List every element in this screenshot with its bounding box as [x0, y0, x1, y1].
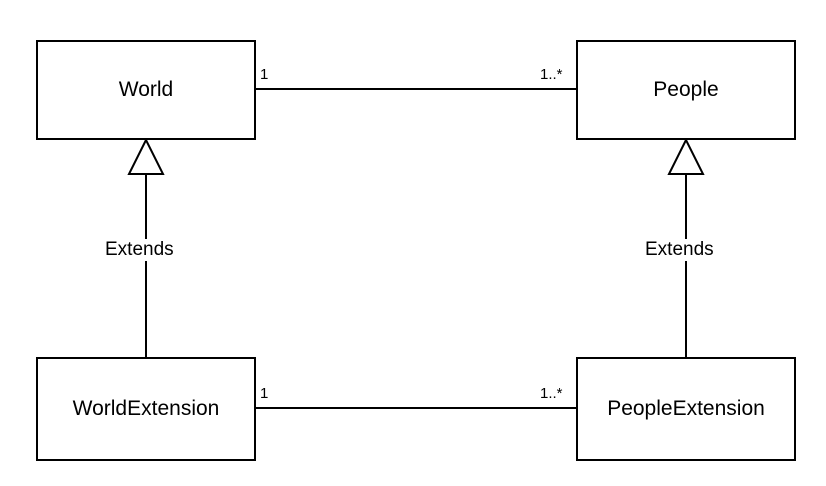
bottom-association-source-multiplicity: 1 — [260, 385, 269, 402]
class-world-extension-name: WorldExtension — [72, 397, 220, 420]
generalization-arrowhead-people — [667, 137, 705, 175]
class-world[interactable]: World — [36, 40, 256, 140]
class-world-name: World — [118, 78, 174, 101]
generalization-arrowhead-world — [127, 137, 165, 175]
class-people-name: People — [653, 78, 719, 101]
bottom-association-target-multiplicity: 1..* — [540, 385, 563, 402]
class-people[interactable]: People — [576, 40, 796, 140]
people-extends-label: Extends — [643, 239, 716, 261]
class-people-extension-name: PeopleExtension — [607, 397, 765, 420]
top-association-target-multiplicity: 1..* — [540, 66, 563, 83]
top-association-source-multiplicity: 1 — [260, 66, 269, 83]
class-world-extension[interactable]: WorldExtension — [36, 357, 256, 461]
world-extends-label: Extends — [103, 239, 176, 261]
class-people-extension[interactable]: PeopleExtension — [576, 357, 796, 461]
